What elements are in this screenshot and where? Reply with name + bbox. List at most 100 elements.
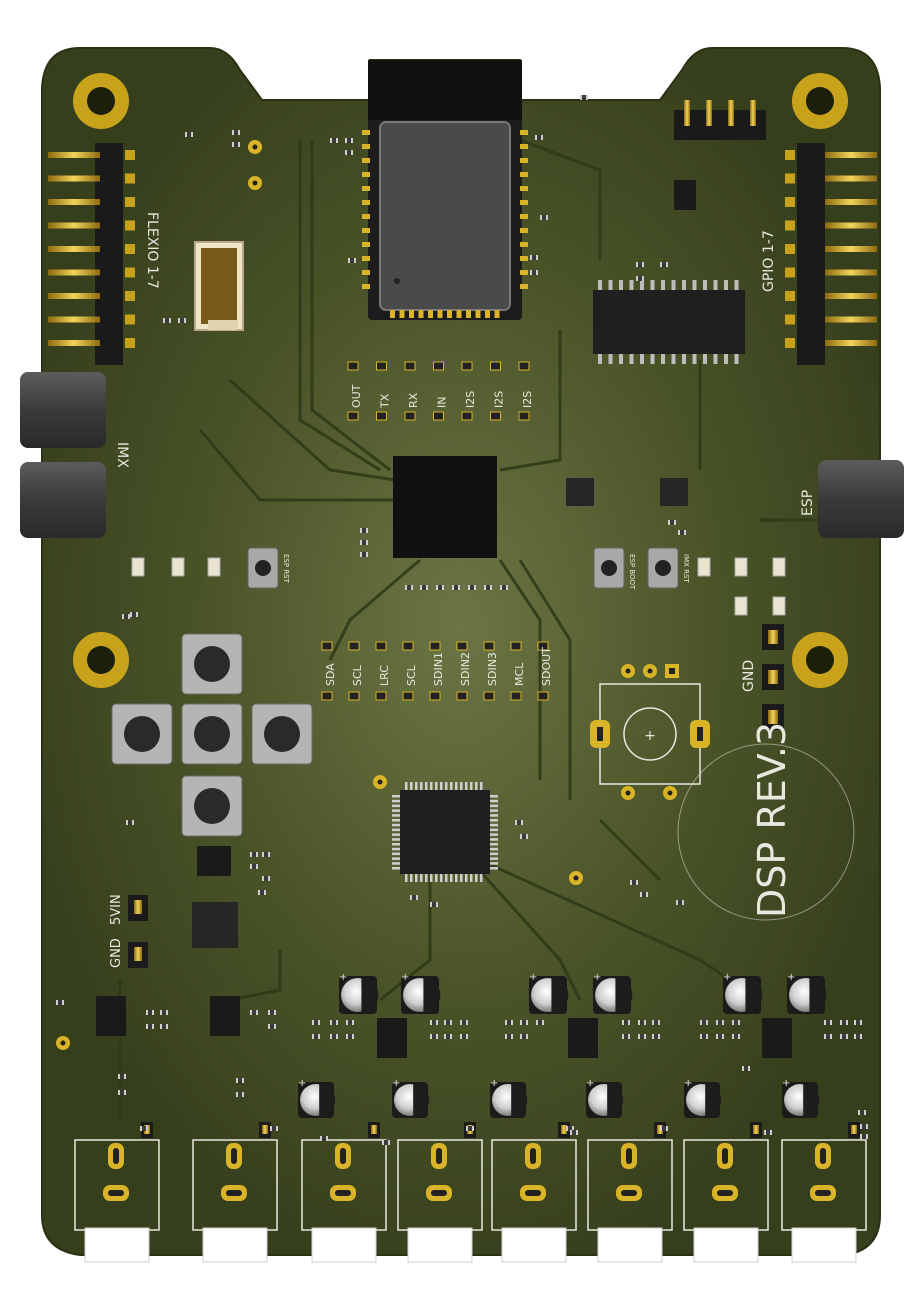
jumper-label: LRC (378, 665, 391, 686)
svg-text:+: + (401, 972, 409, 983)
usb-c-connector-icon (20, 372, 106, 448)
solder-jumper: LRC (375, 641, 391, 701)
jumper-label: SDIN1 (432, 652, 445, 686)
jumper-label: SDIN3 (486, 652, 499, 686)
leds (131, 557, 786, 616)
jumper-label: I2S (493, 391, 506, 408)
solder-jumper: I2S (461, 361, 477, 421)
svg-text:+: + (723, 972, 731, 983)
tactile-button-icon[interactable] (251, 703, 313, 765)
pin-header-icon (128, 895, 148, 968)
mounting-hole-icon (792, 73, 848, 129)
gnd-left-label: GND (109, 938, 124, 968)
jumper-label: TX (379, 393, 392, 409)
solder-jumper: IN (433, 361, 449, 421)
ic-chip-icon (210, 996, 240, 1036)
audio-jack-icon (397, 1122, 483, 1263)
solder-jumper: SDIN3 (483, 641, 499, 701)
svg-text:+: + (684, 1078, 692, 1089)
svg-text:+: + (529, 972, 537, 983)
ic-chip-icon (660, 478, 688, 506)
ic-chip-icon (96, 996, 126, 1036)
jumper-label: SDOUT (540, 647, 553, 686)
tactile-button-icon[interactable] (111, 703, 173, 765)
esp-boot-label: ESP BOOT (628, 554, 636, 590)
jumper-label: IN (436, 397, 449, 408)
esp-label: ESP (800, 490, 816, 516)
tactile-button-icon[interactable] (181, 703, 243, 765)
smd-passives (56, 95, 868, 1145)
svg-text:+: + (787, 972, 795, 983)
electrolytic-capacitor-icon: + (339, 972, 379, 1014)
pin-header-icon (674, 100, 766, 140)
electrolytic-capacitor-icon: + (782, 1078, 820, 1118)
usb-c-connector-icon (20, 462, 106, 538)
imx-rst-label: IMX RST (682, 554, 690, 583)
audio-jack-icon (301, 1122, 387, 1263)
tactile-button-icon[interactable] (181, 775, 243, 837)
audio-jack-icon (587, 1122, 673, 1263)
electrolytic-capacitor-icon: + (490, 1078, 528, 1118)
audio-jack-icon (491, 1122, 577, 1263)
mounting-hole-icon (792, 632, 848, 688)
svg-text:+: + (586, 1078, 594, 1089)
jumper-label: SDIN2 (459, 652, 472, 686)
jumper-row-top: OUT TX RX IN I2S I2S I2S (347, 361, 534, 421)
jumper-label: SCL (351, 664, 364, 686)
ic-chip-icon (568, 1018, 598, 1058)
transistor (674, 180, 696, 210)
electrolytic-capacitor-icon: + (593, 972, 633, 1014)
electrolytic-capacitor-icon: + (392, 1078, 430, 1118)
audio-jack-icon (683, 1122, 769, 1263)
vias (56, 140, 583, 1050)
tactile-button-icon[interactable] (181, 633, 243, 695)
imx-rst-button[interactable] (647, 547, 679, 589)
jumper-label: SDA (324, 663, 337, 686)
solder-jumper: SDOUT (537, 641, 553, 701)
esp-rst-button[interactable] (247, 547, 279, 589)
ic-chip-icon (393, 456, 497, 558)
solder-jumper: I2S (518, 361, 534, 421)
mounting-hole-icon (73, 73, 129, 129)
ic-chip-icon (192, 902, 238, 948)
jumper-label: I2S (464, 391, 477, 408)
gpio-label: GPIO 1-7 (761, 230, 777, 292)
solder-jumper: SDIN1 (429, 641, 445, 701)
esp-boot-button[interactable] (593, 547, 625, 589)
esp-rst-label: ESP RST (282, 554, 290, 584)
usb-c-connector-icon (818, 460, 904, 538)
audio-jack-icon (192, 1122, 278, 1263)
pin-header-icon (48, 143, 135, 365)
svg-text:+: + (644, 728, 656, 744)
ic-chip-icon (197, 846, 231, 876)
solder-jumper: SDIN2 (456, 641, 472, 701)
imx-label: IMX (114, 442, 130, 468)
electrolytic-capacitor-icon: + (401, 972, 441, 1014)
silk-circle (677, 743, 855, 921)
pin-header-icon (785, 143, 877, 365)
mounting-hole-icon (73, 632, 129, 688)
solder-jumper: SCL (348, 641, 364, 701)
flexio-label: FLEXIO 1-7 (144, 212, 160, 289)
electrolytic-capacitor-icon: + (529, 972, 569, 1014)
solder-jumper: RX (404, 361, 420, 421)
pin-header-icon (762, 624, 784, 730)
ic-chip-icon (377, 1018, 407, 1058)
esp-module (362, 60, 528, 320)
vin-label: 5VIN (109, 894, 124, 925)
buzzer-footprint: + (590, 664, 710, 800)
ic-chip-icon (762, 1018, 792, 1058)
jumper-label: RX (407, 392, 420, 408)
svg-text:+: + (782, 1078, 790, 1089)
board-title: DSP REV.3 (750, 722, 794, 918)
solder-jumper: OUT (347, 361, 363, 421)
jumper-label: I2S (521, 391, 534, 408)
ic-chip-icon (593, 280, 745, 364)
electrolytic-capacitor-icon: + (684, 1078, 722, 1118)
svg-text:+: + (490, 1078, 498, 1089)
jumper-label: SCL (405, 664, 418, 686)
electrolytic-capacitor-icon: + (723, 972, 763, 1014)
svg-text:+: + (298, 1078, 306, 1089)
